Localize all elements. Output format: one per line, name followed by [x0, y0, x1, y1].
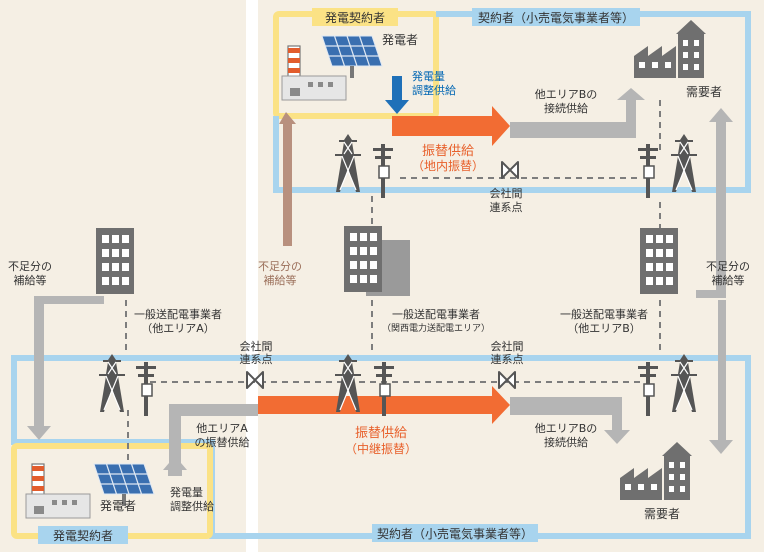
buyer-contract-tab-bottom [372, 524, 538, 542]
adjust-supply-label-bottom-2: 調整供給 [170, 499, 214, 513]
buyer-contract-label-bottom: 契約者（小売電気事業者等） [377, 526, 533, 541]
generator-label-top: 発電者 [382, 33, 418, 47]
utility-kansai-label-1: 一般送配電事業者 [392, 307, 480, 321]
shortfall-label-brown-2: 補給等 [264, 273, 297, 287]
buyer-contract-box-top [273, 11, 751, 193]
arrow-other-area-b-top [510, 88, 645, 138]
adjust-supply-label-top-1: 発電量 [412, 69, 445, 83]
arrow-shortfall-right-down [709, 300, 733, 454]
buyer-contract-tab-top [472, 8, 640, 26]
interconnection-icon-bottom-left [246, 371, 264, 389]
other-area-b-label-top-2: 接続供給 [544, 101, 588, 115]
arrow-adjust-supply-top [385, 76, 409, 114]
relay-swap-label-2: （中継振替） [345, 441, 417, 456]
shortfall-label-far-left-1: 不足分の [8, 260, 52, 273]
interconnection-label-top-1: 会社間 [490, 186, 523, 200]
adjust-supply-label-top-2: 調整供給 [412, 83, 456, 97]
interconnection-label-top-2: 連系点 [490, 200, 523, 214]
arrow-shortfall-right-up [696, 108, 733, 298]
shortfall-label-far-left-2: 補給等 [14, 273, 47, 287]
generator-label-bottom: 発電者 [100, 499, 136, 513]
other-area-a-label-1: 他エリアA [196, 422, 248, 435]
adjust-supply-label-bottom-1: 発電量 [170, 485, 203, 499]
other-area-b-label-bottom-1: 他エリアBの [535, 422, 598, 435]
interconnection-label-bottom-left-2: 連系点 [240, 352, 273, 366]
gen-contract-label-top: 発電契約者 [325, 10, 385, 25]
arrow-adjust-supply-bottom [163, 456, 187, 476]
gray-arrows [27, 88, 733, 476]
arrow-swap-supply-local [392, 106, 510, 146]
gen-contract-tab-bottom [38, 526, 128, 544]
swap-supply-label-top-1: 振替供給 [422, 144, 474, 159]
utility-a-label-1: 一般送配電事業者 [134, 307, 222, 321]
buyer-contract-label-top: 契約者（小売電気事業者等） [478, 10, 634, 25]
utility-b-label-2: （他エリアB） [567, 322, 641, 335]
utility-kansai-label-2: （関西電力送配電エリア） [382, 322, 490, 334]
other-area-a-label-2: の振替供給 [195, 435, 250, 449]
interconnection-label-bottom-right-1: 会社間 [491, 339, 524, 353]
gen-contract-tab-top [312, 8, 398, 26]
other-area-b-label-top-1: 他エリアBの [535, 88, 598, 101]
utility-a-label-2: （他エリアA） [141, 322, 215, 335]
consumer-label-top: 需要者 [686, 85, 722, 99]
utility-kansai-building-icon [344, 226, 410, 296]
arrow-shortfall-far-left [27, 296, 104, 440]
utility-b-building-icon [640, 228, 678, 294]
relay-swap-label-1: 振替供給 [355, 426, 407, 441]
grid-lines [125, 100, 661, 470]
interconnection-label-bottom-left-1: 会社間 [240, 339, 273, 353]
utility-b-label-1: 一般送配電事業者 [560, 307, 648, 321]
shortfall-label-right-1: 不足分の [706, 260, 750, 273]
interconnection-label-bottom-right-2: 連系点 [491, 352, 524, 366]
shortfall-label-brown-1: 不足分の [258, 260, 302, 273]
shortfall-label-right-2: 補給等 [712, 273, 745, 287]
other-area-b-label-bottom-2: 接続供給 [544, 435, 588, 449]
arrow-shortfall-brown [279, 112, 296, 246]
arrow-other-area-b-bottom [510, 397, 630, 444]
utility-a-building-icon [96, 228, 134, 294]
swap-supply-label-top-2: （地内振替） [412, 159, 484, 173]
consumer-label-bottom: 需要者 [644, 507, 680, 521]
gen-contract-label-bottom: 発電契約者 [53, 528, 113, 543]
